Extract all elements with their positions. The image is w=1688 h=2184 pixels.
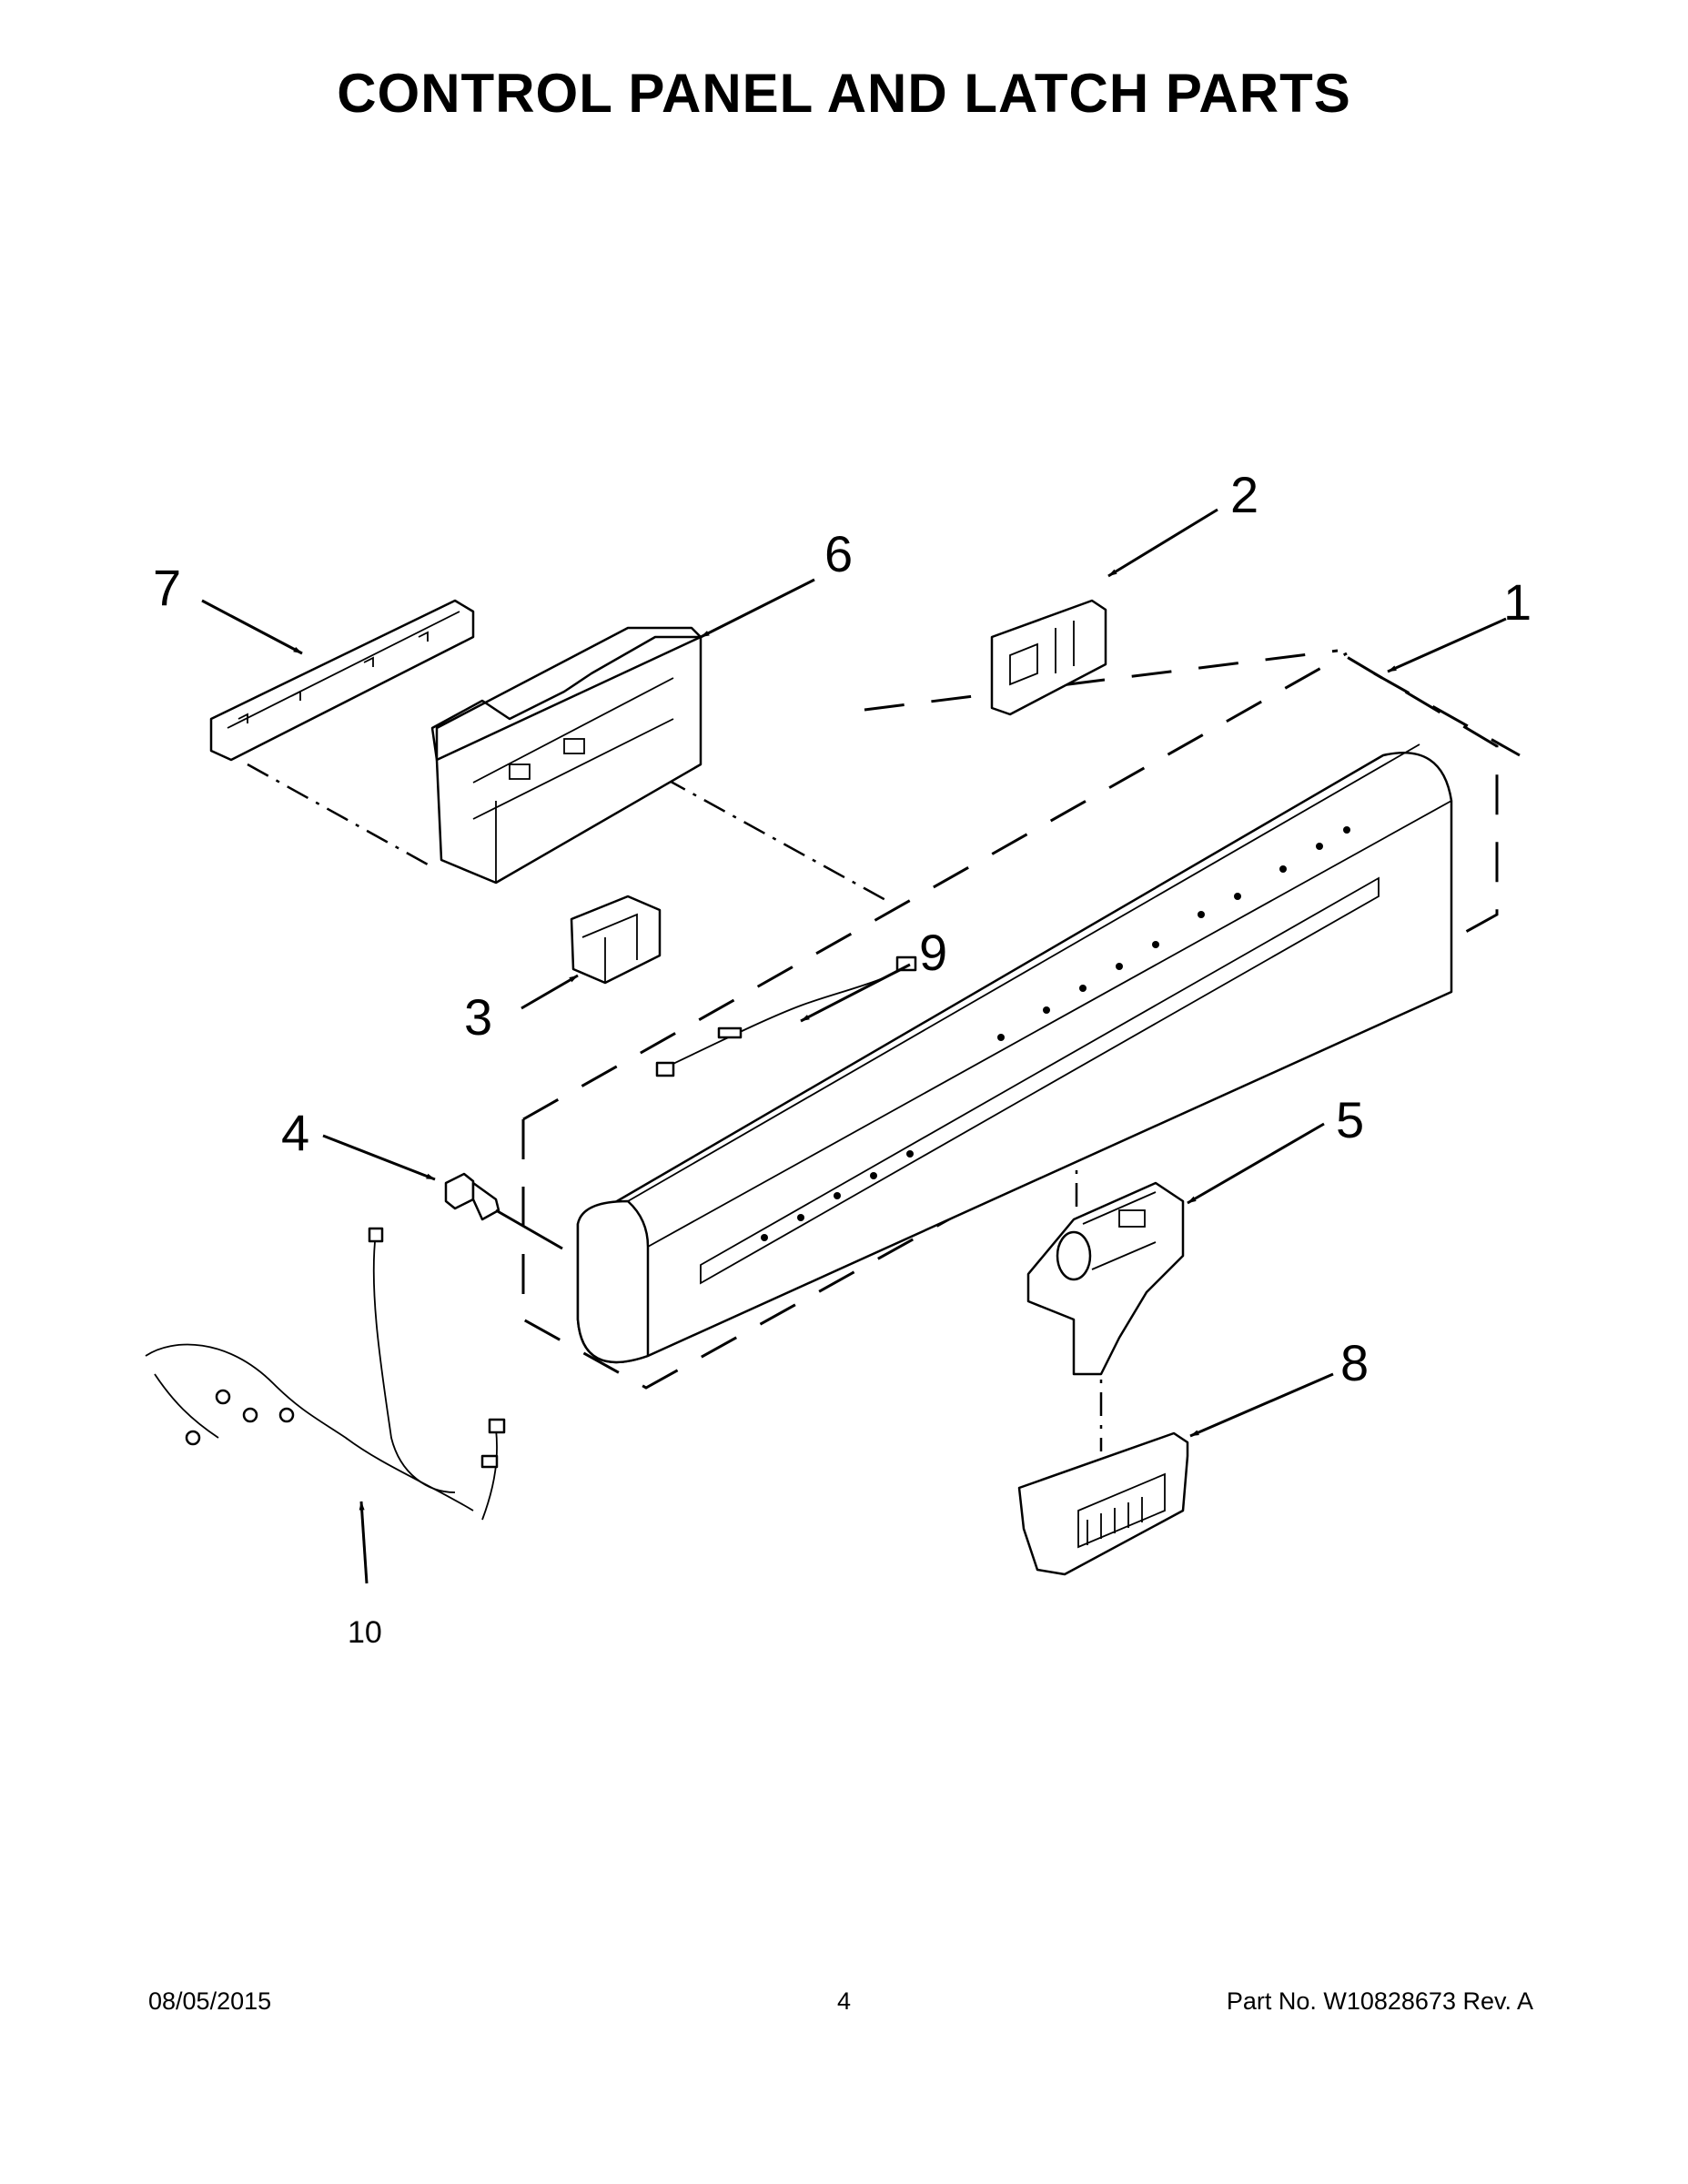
footer-date: 08/05/2015	[148, 1987, 272, 2015]
footer-page-number: 4	[836, 1987, 852, 2015]
part-1-control-panel	[576, 743, 1453, 1364]
part-4-screw	[444, 1172, 563, 1250]
panel-button-holes	[761, 826, 1350, 1241]
part-3-clip	[570, 895, 662, 985]
part-5-latch	[1026, 1181, 1185, 1376]
callout-5: 5	[1336, 1091, 1364, 1148]
part-8-latch-cover	[1017, 1431, 1189, 1576]
callout-1: 1	[1503, 573, 1531, 631]
callout-3: 3	[464, 988, 492, 1046]
callout-4: 4	[281, 1104, 309, 1161]
footer-part-number: Part No. W10828673 Rev. A	[1226, 1987, 1533, 2015]
part-7-bracket	[209, 599, 475, 762]
callout-7: 7	[153, 559, 181, 616]
part-2-small-bracket	[990, 599, 1107, 716]
callout-6: 6	[824, 525, 853, 582]
callout-9: 9	[919, 924, 947, 981]
callout-10: 10	[348, 1615, 382, 1650]
page-title: CONTROL PANEL AND LATCH PARTS	[337, 63, 1351, 124]
callout-8: 8	[1340, 1334, 1369, 1391]
callout-2: 2	[1230, 466, 1258, 523]
part-6-control-housing	[430, 626, 702, 885]
part-10-main-harness	[145, 1227, 506, 1521]
callout-leaders	[201, 508, 1507, 1584]
